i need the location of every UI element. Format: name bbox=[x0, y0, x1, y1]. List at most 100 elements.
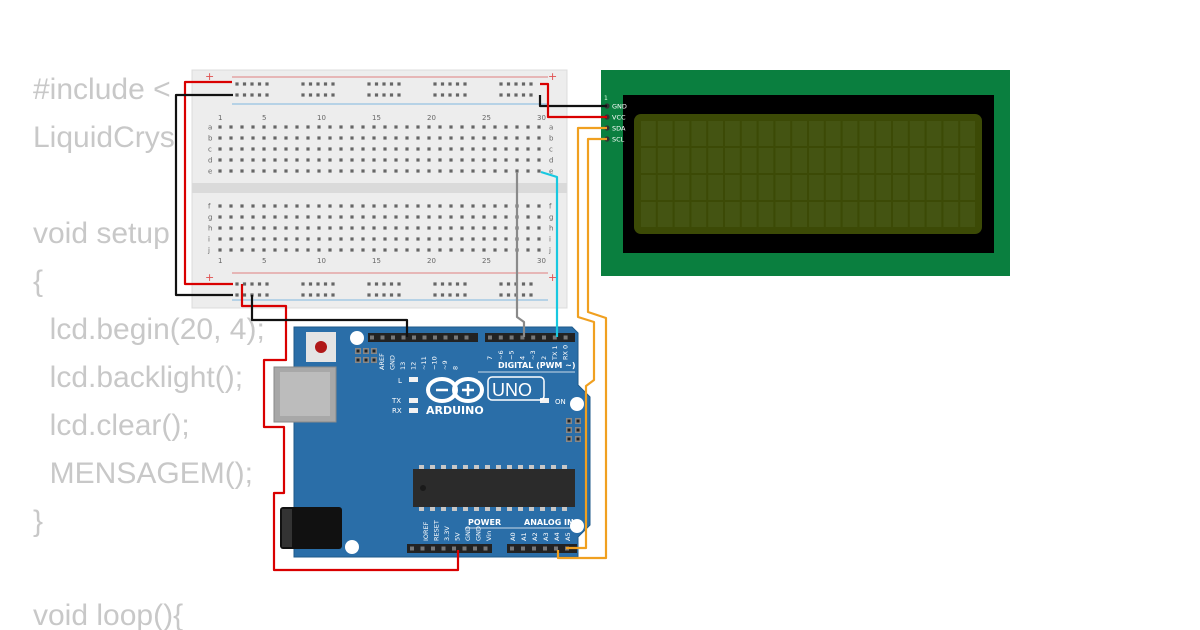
terminal-hole[interactable] bbox=[295, 136, 299, 140]
analog-header[interactable] bbox=[507, 544, 577, 553]
terminal-hole[interactable] bbox=[240, 125, 244, 129]
terminal-hole[interactable] bbox=[471, 248, 475, 252]
rail-hole[interactable] bbox=[316, 93, 320, 97]
terminal-hole[interactable] bbox=[240, 237, 244, 241]
rail-hole[interactable] bbox=[242, 293, 247, 297]
terminal-hole[interactable] bbox=[218, 204, 222, 208]
rail-hole[interactable] bbox=[448, 282, 452, 286]
terminal-hole[interactable] bbox=[262, 125, 266, 129]
wires[interactable] bbox=[174, 80, 608, 572]
rail-hole[interactable] bbox=[308, 93, 313, 97]
terminal-hole[interactable] bbox=[284, 215, 288, 219]
terminal-hole[interactable] bbox=[493, 169, 497, 173]
digital-pin[interactable] bbox=[454, 335, 458, 340]
terminal-hole[interactable] bbox=[504, 136, 508, 140]
terminal-hole[interactable] bbox=[306, 125, 310, 129]
terminal-hole[interactable] bbox=[350, 226, 354, 230]
terminal-hole[interactable] bbox=[504, 215, 508, 219]
terminal-hole[interactable] bbox=[394, 147, 398, 151]
rail-hole[interactable] bbox=[323, 82, 328, 86]
digital-pin[interactable] bbox=[563, 335, 568, 340]
terminal-hole[interactable] bbox=[218, 226, 222, 230]
terminal-hole[interactable] bbox=[438, 215, 442, 219]
rail-hole[interactable] bbox=[367, 93, 371, 97]
terminal-hole[interactable] bbox=[306, 226, 310, 230]
wire-cyan[interactable] bbox=[540, 170, 559, 337]
rail-hole[interactable] bbox=[265, 293, 269, 297]
terminal-hole[interactable] bbox=[262, 248, 266, 252]
terminal-hole[interactable] bbox=[482, 169, 486, 173]
terminal-hole[interactable] bbox=[284, 147, 288, 151]
terminal-hole[interactable] bbox=[372, 125, 376, 129]
digital-pin[interactable] bbox=[443, 335, 448, 340]
terminal-hole[interactable] bbox=[449, 248, 453, 252]
rail-hole[interactable] bbox=[316, 82, 320, 86]
terminal-hole[interactable] bbox=[449, 158, 453, 162]
terminal-hole[interactable] bbox=[394, 125, 398, 129]
terminal-hole[interactable] bbox=[372, 204, 376, 208]
terminal-hole[interactable] bbox=[361, 147, 365, 151]
digital-pin[interactable] bbox=[520, 335, 525, 340]
terminal-hole[interactable] bbox=[361, 248, 365, 252]
rail-hole[interactable] bbox=[301, 93, 305, 97]
terminal-hole[interactable] bbox=[493, 136, 497, 140]
wire-5v-red[interactable] bbox=[240, 284, 460, 572]
terminal-hole[interactable] bbox=[306, 204, 310, 208]
terminal-hole[interactable] bbox=[449, 215, 453, 219]
terminal-hole[interactable] bbox=[328, 125, 332, 129]
terminal-hole[interactable] bbox=[537, 248, 541, 252]
terminal-hole[interactable] bbox=[471, 226, 475, 230]
terminal-hole[interactable] bbox=[438, 125, 442, 129]
terminal-hole[interactable] bbox=[328, 204, 332, 208]
terminal-hole[interactable] bbox=[405, 169, 409, 173]
terminal-hole[interactable] bbox=[262, 237, 266, 241]
terminal-hole[interactable] bbox=[251, 237, 255, 241]
terminal-hole[interactable] bbox=[273, 237, 277, 241]
terminal-hole[interactable] bbox=[361, 158, 365, 162]
terminal-hole[interactable] bbox=[449, 125, 453, 129]
terminal-hole[interactable] bbox=[229, 169, 233, 173]
terminal-hole[interactable] bbox=[229, 215, 233, 219]
terminal-hole[interactable] bbox=[515, 147, 519, 151]
terminal-hole[interactable] bbox=[526, 248, 530, 252]
rail-hole[interactable] bbox=[463, 82, 467, 86]
terminal-hole[interactable] bbox=[493, 158, 497, 162]
terminal-hole[interactable] bbox=[493, 215, 497, 219]
terminal-hole[interactable] bbox=[438, 169, 442, 173]
terminal-hole[interactable] bbox=[273, 169, 277, 173]
terminal-hole[interactable] bbox=[284, 125, 288, 129]
wire-lcd-vcc[interactable] bbox=[540, 82, 607, 119]
wire-sda-orange[interactable] bbox=[566, 126, 607, 550]
rail-hole[interactable] bbox=[265, 282, 269, 286]
terminal-hole[interactable] bbox=[449, 237, 453, 241]
terminal-hole[interactable] bbox=[493, 125, 497, 129]
terminal-hole[interactable] bbox=[504, 125, 508, 129]
terminal-hole[interactable] bbox=[372, 215, 376, 219]
terminal-hole[interactable] bbox=[460, 169, 464, 173]
rail-hole[interactable] bbox=[374, 93, 379, 97]
rail-hole[interactable] bbox=[308, 293, 313, 297]
rail-hole[interactable] bbox=[455, 282, 460, 286]
rail-hole[interactable] bbox=[265, 82, 269, 86]
rail-hole[interactable] bbox=[499, 293, 503, 297]
terminal-hole[interactable] bbox=[482, 136, 486, 140]
terminal-hole[interactable] bbox=[394, 237, 398, 241]
terminal-hole[interactable] bbox=[405, 237, 409, 241]
terminal-hole[interactable] bbox=[339, 248, 343, 252]
terminal-hole[interactable] bbox=[295, 226, 299, 230]
analog-pin[interactable] bbox=[532, 546, 536, 551]
terminal-hole[interactable] bbox=[306, 147, 310, 151]
terminal-hole[interactable] bbox=[427, 169, 431, 173]
terminal-hole[interactable] bbox=[471, 125, 475, 129]
terminal-hole[interactable] bbox=[405, 226, 409, 230]
terminal-hole[interactable] bbox=[350, 136, 354, 140]
terminal-hole[interactable] bbox=[526, 125, 530, 129]
terminal-hole[interactable] bbox=[361, 204, 365, 208]
terminal-hole[interactable] bbox=[537, 147, 541, 151]
rail-hole[interactable] bbox=[301, 293, 305, 297]
terminal-hole[interactable] bbox=[372, 169, 376, 173]
digital-pin[interactable] bbox=[401, 335, 406, 340]
terminal-hole[interactable] bbox=[460, 226, 464, 230]
rail-hole[interactable] bbox=[463, 293, 467, 297]
